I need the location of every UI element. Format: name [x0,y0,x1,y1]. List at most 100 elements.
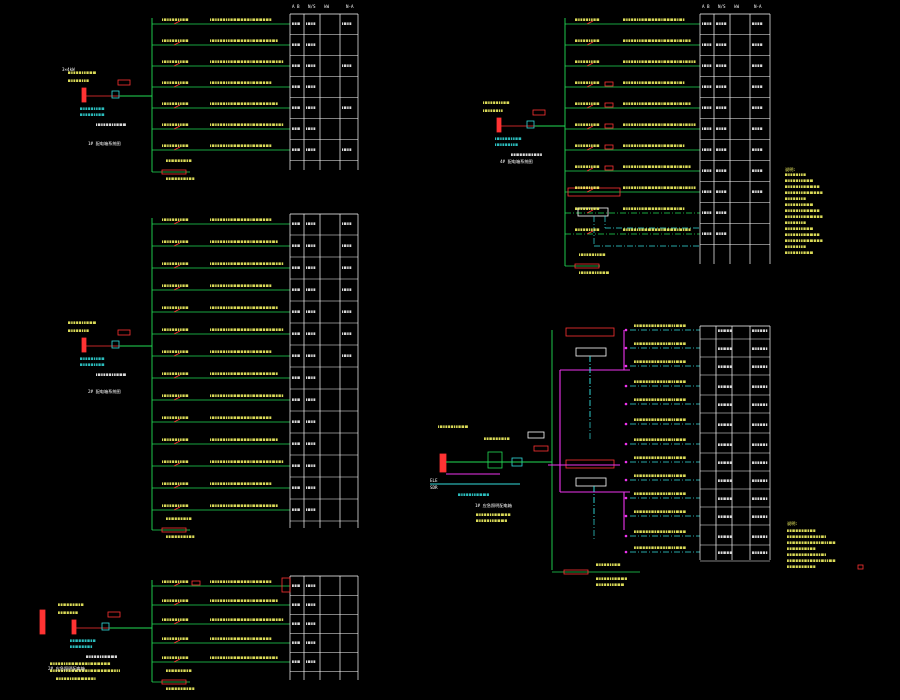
text-glyph [796,245,799,248]
panel-1-breaker-label [162,60,189,63]
text-glyph [443,425,445,428]
text-glyph [162,240,164,243]
text-glyph [593,228,596,231]
text-glyph [278,60,281,63]
text-glyph [516,153,519,156]
text-glyph [84,321,86,324]
text-glyph [716,64,719,67]
text-glyph [311,584,313,587]
text-glyph [709,43,712,46]
text-glyph [215,599,217,602]
text-glyph [212,39,215,42]
text-glyph [654,530,657,533]
text-glyph [789,553,792,556]
text-glyph [626,123,628,126]
text-glyph [262,102,266,105]
text-glyph [247,18,250,21]
text-glyph [93,662,97,665]
text-glyph [250,102,252,105]
text-glyph [719,211,721,214]
text-glyph [492,519,494,522]
panel-3-breaker-label [162,618,189,621]
panel-1-cell-phase [292,85,300,88]
text-glyph [752,148,755,151]
text-glyph [223,482,226,485]
panel-5-node [624,422,628,426]
text-glyph [787,559,789,562]
text-glyph [683,380,686,383]
text-glyph [294,22,297,25]
text-glyph [275,394,278,397]
text-glyph [617,577,621,580]
text-glyph [217,218,220,221]
text-glyph [240,416,243,419]
text-glyph [306,354,308,357]
text-glyph [262,81,266,84]
text-glyph [596,228,600,231]
text-glyph [269,18,272,21]
text-glyph [763,403,766,406]
text-glyph [255,102,259,105]
text-glyph [177,240,180,243]
panel-1-breaker-label [162,123,189,126]
text-glyph [215,416,217,419]
text-glyph [223,416,226,419]
text-glyph [118,669,120,672]
panel-4-breaker-label [575,186,600,189]
text-glyph [588,39,591,42]
text-glyph [645,360,648,363]
text-glyph [81,321,84,324]
text-glyph [186,687,189,690]
text-glyph [259,262,263,265]
text-glyph [631,123,634,126]
text-glyph [180,159,183,162]
text-glyph [803,245,806,248]
text-glyph [718,479,720,482]
text-glyph [798,541,801,544]
text-glyph [793,179,796,182]
text-glyph [236,504,240,507]
text-glyph [225,350,228,353]
text-glyph [639,360,642,363]
text-glyph [272,438,275,441]
panel-4-cell-phase [702,43,712,46]
text-glyph [66,611,69,614]
text-glyph [172,284,175,287]
panel-4-branch-breaker [586,83,594,88]
text-glyph [721,22,724,25]
panel-4-branch-breaker [586,20,594,25]
text-glyph [240,18,243,21]
text-glyph [788,197,790,200]
text-glyph [634,360,636,363]
text-glyph [292,106,294,109]
text-glyph [252,18,255,21]
text-glyph [796,221,799,224]
text-glyph [266,372,269,375]
text-glyph [716,211,719,214]
text-glyph [169,262,172,265]
text-glyph [752,85,755,88]
text-glyph [182,438,185,441]
text-glyph [275,372,278,375]
text-glyph [175,81,178,84]
text-glyph [252,438,255,441]
text-glyph [586,207,589,210]
text-glyph [755,43,757,46]
text-glyph [177,159,180,162]
text-glyph [230,460,233,463]
text-glyph [212,284,215,287]
text-glyph [272,599,275,602]
text-glyph [682,123,685,126]
text-glyph [757,365,760,368]
text-glyph [247,262,250,265]
panel-1-cable-spec-2 [80,113,105,116]
text-glyph [97,669,101,672]
text-glyph [228,438,230,441]
text-glyph [262,482,266,485]
text-glyph [252,637,255,640]
text-glyph [683,360,686,363]
text-glyph [591,228,593,231]
text-glyph [796,179,799,182]
text-glyph [654,102,658,105]
text-glyph [169,284,172,287]
